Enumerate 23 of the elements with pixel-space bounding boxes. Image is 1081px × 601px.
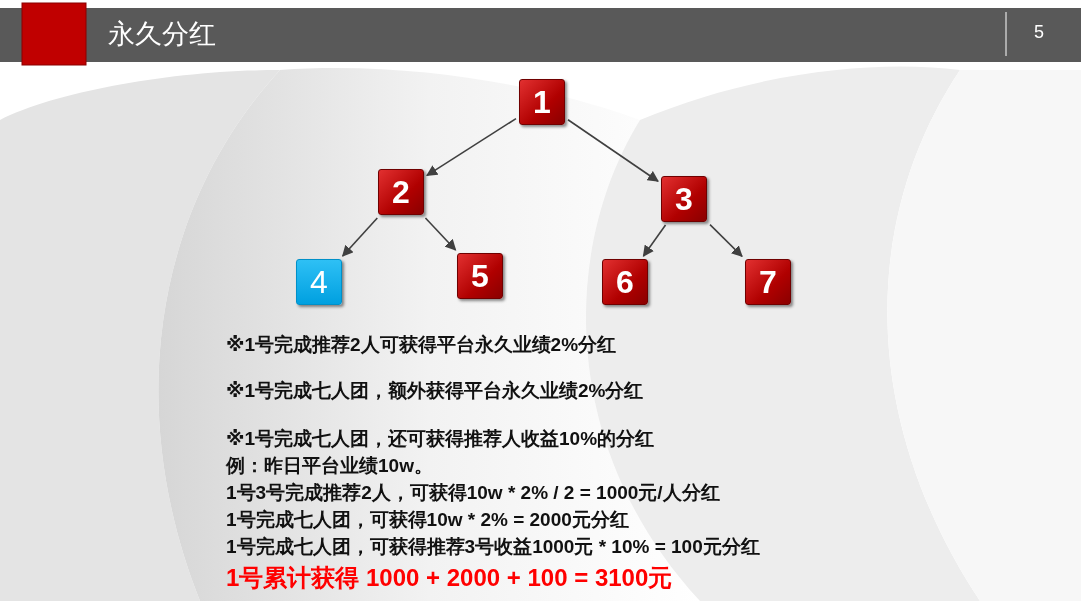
number-box: 4 xyxy=(296,259,342,305)
arrow xyxy=(341,217,379,257)
number-box: 6 xyxy=(602,259,648,305)
example-text: 1号完成七人团，可获得推荐3号收益1000元 * 10% = 100元分红 xyxy=(226,536,760,559)
example-text: 1号完成七人团，可获得10w * 2% = 2000元分红 xyxy=(226,509,629,532)
arrow xyxy=(567,118,659,183)
total-text: 1号累计获得 1000 + 2000 + 100 = 3100元 xyxy=(226,564,673,593)
title: 永久分红 xyxy=(108,17,216,51)
number-box: 7 xyxy=(745,259,791,305)
arrow xyxy=(709,223,743,258)
arrow xyxy=(642,224,667,257)
note-text: ※1号完成推荐2人可获得平台永久业绩2%分红 xyxy=(226,334,617,357)
arrow xyxy=(426,117,517,177)
example-text: 例：昨日平台业绩10w。 xyxy=(226,455,433,478)
number-box: 1 xyxy=(519,79,565,125)
note-text: ※1号完成七人团，还可获得推荐人收益10%的分红 xyxy=(226,428,655,451)
page-number: 5 xyxy=(1034,22,1044,44)
example-text: 1号3号完成推荐2人，可获得10w * 2% / 2 = 1000元/人分红 xyxy=(226,482,720,505)
arrow xyxy=(424,217,457,251)
number-box: 3 xyxy=(661,176,707,222)
note-text: ※1号完成七人团，额外获得平台永久业绩2%分红 xyxy=(226,380,644,403)
number-box: 2 xyxy=(378,169,424,215)
number-box: 5 xyxy=(457,253,503,299)
